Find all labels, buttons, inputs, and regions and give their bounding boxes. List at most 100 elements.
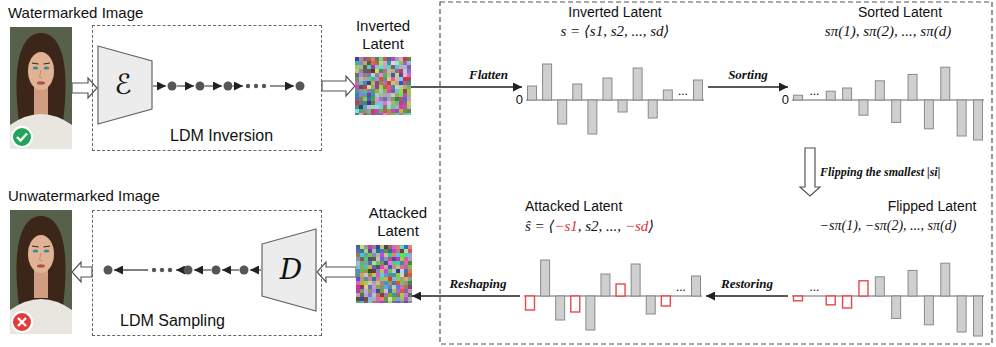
noise-pixel <box>403 101 407 105</box>
noise-pixel <box>387 57 391 61</box>
noise-pixel <box>404 293 408 297</box>
node-illustration <box>355 57 411 115</box>
noise-pixel <box>395 81 399 85</box>
noise-pixel <box>376 277 380 281</box>
noise-pixel <box>359 109 363 113</box>
math-expression: −sπ(1), −sπ(2), ..., sπ(d) <box>820 218 957 235</box>
noise-pixel <box>408 281 412 285</box>
noise-pixel <box>404 281 408 285</box>
noise-pixel <box>395 61 399 65</box>
value-bar <box>941 67 950 100</box>
noise-pixel <box>399 109 403 113</box>
noise-pixel <box>375 61 379 65</box>
chain-ellipsis-dot <box>262 84 266 88</box>
noise-pixel <box>404 257 408 261</box>
noise-pixel <box>391 81 395 85</box>
noise-pixel <box>388 277 392 281</box>
noise-pixel <box>407 77 411 81</box>
noise-pixel <box>388 245 392 249</box>
noise-pixel <box>364 289 368 293</box>
hollow-arrow <box>317 262 356 282</box>
noise-pixel <box>364 249 368 253</box>
latent-image: Inverted Latent <box>355 57 411 115</box>
noise-pixel <box>367 93 371 97</box>
noise-pixel <box>388 249 392 253</box>
value-bar <box>631 264 640 296</box>
noise-pixel <box>396 301 400 303</box>
chain-dot <box>184 266 193 275</box>
noise-pixel <box>407 113 411 115</box>
noise-pixel <box>355 97 359 101</box>
noise-pixel <box>372 261 376 265</box>
axis-label: 0 <box>782 92 789 108</box>
math-expression: sπ(1), sπ(2), ..., sπ(d) <box>825 22 951 40</box>
noise-pixel <box>392 249 396 253</box>
noise-pixel <box>384 265 388 269</box>
value-bar <box>892 296 901 318</box>
noise-pixel <box>408 289 412 293</box>
ellipsis: ... <box>678 83 688 99</box>
noise-pixel <box>355 73 359 77</box>
noise-pixel <box>355 81 359 85</box>
noise-pixel <box>400 253 404 257</box>
value-bar <box>859 281 868 296</box>
hollow-arrow <box>800 148 820 196</box>
noise-pixel <box>368 273 372 277</box>
node-illustration <box>788 196 988 338</box>
check-mark <box>17 134 27 141</box>
noise-pixel <box>367 81 371 85</box>
noise-pixel <box>404 277 408 281</box>
chain-arrow <box>153 85 166 86</box>
noise-pixel <box>376 273 380 277</box>
noise-pixel <box>371 81 375 85</box>
noise-pixel <box>384 249 388 253</box>
noise-pixel <box>399 105 403 109</box>
image-node: Unwatermarked Image <box>10 210 72 334</box>
noise-pixel <box>379 57 383 61</box>
noise-pixel <box>408 261 412 265</box>
noise-pixel <box>408 301 412 303</box>
bar-chart: Inverted Latents = ⟨s1, s2, ..., sd⟩ <box>522 3 708 145</box>
noise-pixel <box>364 269 368 273</box>
noise-pixel <box>396 265 400 269</box>
noise-pixel <box>371 57 375 61</box>
noise-pixel <box>403 61 407 65</box>
noise-pixel <box>383 105 387 109</box>
noise-pixel <box>356 285 360 289</box>
noise-pixel <box>360 257 364 261</box>
noise-pixel <box>372 289 376 293</box>
noise-pixel <box>392 257 396 261</box>
noise-pixel <box>367 57 371 61</box>
noise-pixel <box>384 277 388 281</box>
noise-pixel <box>368 257 372 261</box>
edge-label: Sorting <box>728 67 768 83</box>
value-bar <box>875 277 884 296</box>
noise-pixel <box>379 65 383 69</box>
math-part: −sd <box>625 218 648 234</box>
noise-pixel <box>356 273 360 277</box>
lips <box>37 264 45 267</box>
noise-pixel <box>408 277 412 281</box>
value-bar <box>924 296 933 325</box>
noise-pixel <box>355 109 359 113</box>
math-part: , s2, ..., <box>578 218 625 234</box>
noise-pixel <box>368 245 372 249</box>
noise-pixel <box>388 273 392 277</box>
noise-pixel <box>375 69 379 73</box>
math-part: −s1 <box>554 218 577 234</box>
value-bar <box>974 296 983 336</box>
noise-pixel <box>355 93 359 97</box>
nose <box>40 70 43 78</box>
chain-dot <box>224 82 233 91</box>
noise-pixel <box>355 57 359 61</box>
decoder-symbol: D <box>280 253 302 287</box>
chain-dot <box>212 266 221 275</box>
noise-pixel <box>407 109 411 113</box>
value-bar <box>957 100 966 136</box>
noise-pixel <box>360 269 364 273</box>
noise-pixel <box>371 65 375 69</box>
noise-pixel <box>355 89 359 93</box>
noise-pixel <box>380 297 384 301</box>
noise-pixel <box>364 293 368 297</box>
noise-pixel <box>371 97 375 101</box>
